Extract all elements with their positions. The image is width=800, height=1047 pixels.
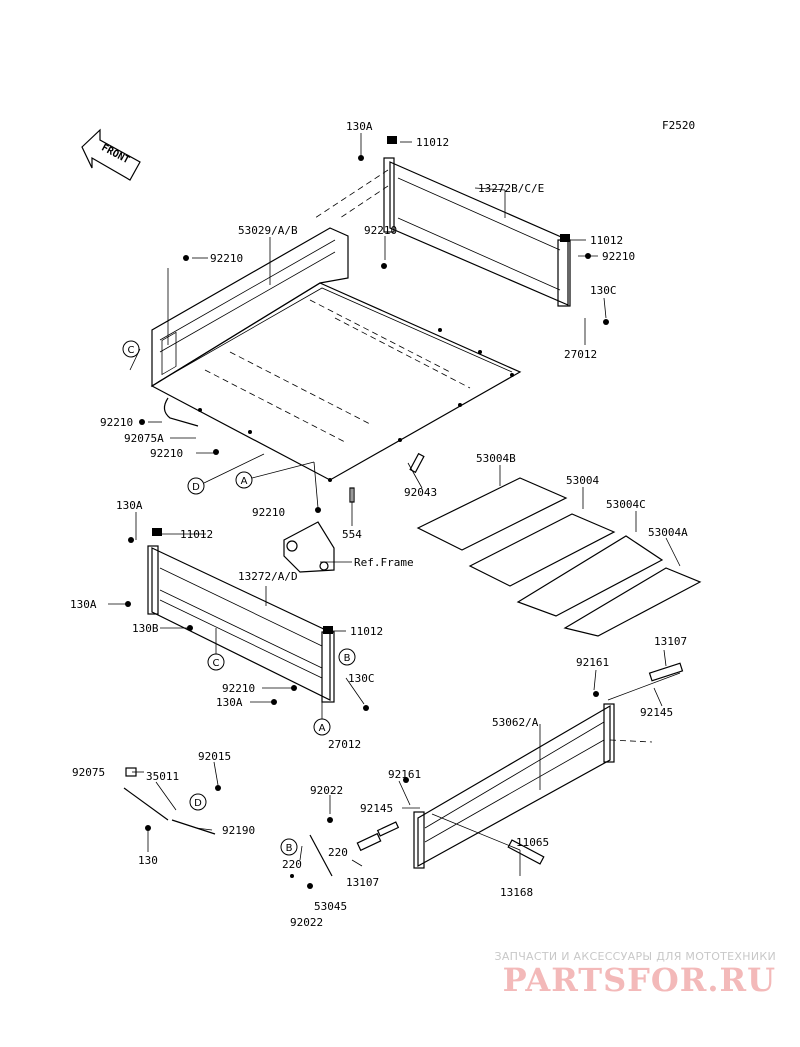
part-label: 53004C: [606, 498, 646, 511]
part-label: 53029/A/B: [238, 224, 298, 237]
side-panel-13272bce: [314, 157, 571, 307]
part-label: 53045: [314, 900, 347, 913]
part-label: 92210: [364, 224, 397, 237]
part-label: 130A: [116, 499, 143, 512]
part-label: 130A: [70, 598, 97, 611]
part-label: 53004B: [476, 452, 516, 465]
part-label: 554: [342, 528, 362, 541]
part-label: 130C: [348, 672, 375, 685]
cable-53045: [309, 821, 400, 877]
part-label: 92210: [222, 682, 255, 695]
leader-lines: [108, 133, 681, 876]
part-label: 92145: [360, 802, 393, 815]
bed-bolt-holes: [198, 328, 514, 482]
part-label: 92210: [150, 447, 183, 460]
callout-d-1: D: [187, 477, 205, 495]
watermark-logo: PARTSFOR.RU: [502, 961, 776, 999]
part-label: 92210: [602, 250, 635, 263]
part-label: 130: [138, 854, 158, 867]
svg-text:B: B: [344, 653, 351, 664]
svg-text:B: B: [286, 843, 293, 854]
part-label: 130B: [132, 622, 159, 635]
part-label: 27012: [564, 348, 597, 361]
svg-text:C: C: [128, 345, 135, 356]
part-label: 11012: [590, 234, 623, 247]
part-label: 92145: [640, 706, 673, 719]
part-label: 92075: [72, 766, 105, 779]
watermark-tagline: ЗАПЧАСТИ И АКСЕССУАРЫ ДЛЯ МОТОТЕХНИКИ: [494, 950, 776, 963]
part-number-labels: 130A 11012 13272B/C/E 11012 92210 130C 2…: [70, 120, 688, 929]
part-label: 92015: [198, 750, 231, 763]
part-label: 13272/A/D: [238, 570, 298, 583]
part-label: 92043: [404, 486, 437, 499]
cargo-bed-53029: [150, 227, 522, 482]
part-label: 92161: [388, 768, 421, 781]
part-label: 11012: [350, 625, 383, 638]
ref-frame-bracket: [283, 521, 335, 573]
part-label: 92190: [222, 824, 255, 837]
part-label: 92075A: [124, 432, 164, 445]
front-arrow-icon: FRONT: [81, 128, 141, 181]
part-label: 92022: [310, 784, 343, 797]
svg-text:D: D: [194, 798, 202, 809]
svg-text:A: A: [241, 476, 248, 487]
part-label: 92210: [100, 416, 133, 429]
part-label: 27012: [328, 738, 361, 751]
callout-c-1: C: [122, 340, 140, 358]
callout-c-2: C: [207, 653, 225, 671]
callout-a-2: A: [313, 718, 331, 736]
part-label: 92161: [576, 656, 609, 669]
part-label: 92022: [290, 916, 323, 929]
part-label: 35011: [146, 770, 179, 783]
part-label: 92210: [252, 506, 285, 519]
part-label: 53004A: [648, 526, 688, 539]
part-label: 11012: [180, 528, 213, 541]
part-label: 53004: [566, 474, 599, 487]
callout-b-1: B: [338, 648, 356, 666]
svg-text:D: D: [192, 482, 200, 493]
callout-d-2: D: [189, 793, 207, 811]
part-label: Ref.Frame: [354, 556, 414, 569]
part-label: 53062/A: [492, 716, 539, 729]
tailgate-13272ad: [147, 545, 335, 703]
svg-text:A: A: [319, 723, 326, 734]
side-rail-53062a: [413, 662, 684, 869]
hardware-markers: [125, 136, 609, 889]
svg-text:C: C: [213, 658, 220, 669]
floor-mats-53004: [416, 477, 702, 637]
part-label: 130C: [590, 284, 617, 297]
part-label: 130A: [346, 120, 373, 133]
figure-code: F2520: [662, 119, 695, 132]
part-label: 220: [282, 858, 302, 871]
callout-a-1: A: [235, 471, 253, 489]
part-label: 13168: [500, 886, 533, 899]
callout-b-2: B: [280, 838, 298, 856]
part-label: 11065: [516, 836, 549, 849]
front-label: FRONT: [99, 142, 131, 166]
part-label: 220: [328, 846, 348, 859]
part-label: 11012: [416, 136, 449, 149]
part-label: 130A: [216, 696, 243, 709]
part-label: 13107: [654, 635, 687, 648]
part-label: 13107: [346, 876, 379, 889]
site-watermark: ЗАПЧАСТИ И АКСЕССУАРЫ ДЛЯ МОТОТЕХНИКИ PA…: [494, 950, 776, 999]
part-label: 92210: [210, 252, 243, 265]
part-label: 13272B/C/E: [478, 182, 544, 195]
